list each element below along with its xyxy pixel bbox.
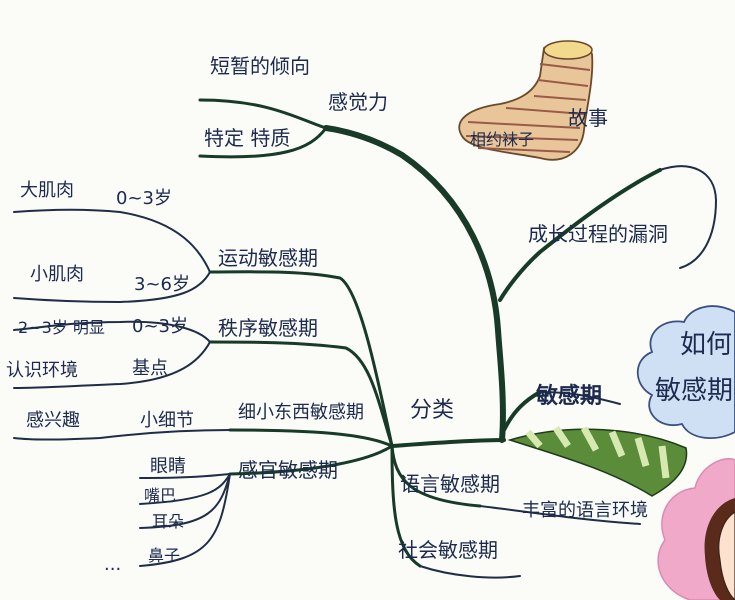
- sub-lines: [13, 165, 718, 579]
- motor-item-1-name: 大肌肉: [20, 180, 74, 201]
- cloud-text-line1: 如何: [680, 330, 733, 360]
- motor-item-1-age: 0~3岁: [116, 188, 172, 209]
- perception-item-2: 特定 特质: [204, 126, 291, 150]
- cloud-text-line2: 敏感期: [655, 376, 734, 406]
- sock-drawing: [458, 40, 594, 161]
- order-item-1-name: 2~3岁 明显: [18, 318, 105, 337]
- motor-item-2-age: 3~6岁: [134, 274, 190, 295]
- language-label: 语言敏感期: [400, 472, 500, 496]
- small-things-label: 细小东西敏感期: [238, 402, 364, 423]
- small-things-item-2: 小细节: [140, 410, 194, 431]
- senses-item-3: 耳朵: [152, 512, 185, 531]
- order-item-1-age: 0~3岁: [132, 316, 188, 337]
- senses-item-4: 鼻子: [148, 546, 181, 565]
- social-label: 社会敏感期: [398, 538, 498, 562]
- order-item-2-age: 基点: [132, 358, 168, 379]
- face-drawing: [704, 498, 735, 600]
- motor-label: 运动敏感期: [218, 246, 318, 270]
- story-label: 故事: [568, 106, 608, 130]
- order-label: 秩序敏感期: [218, 316, 318, 340]
- senses-ellipsis: ...: [104, 554, 122, 575]
- branch-lines: [198, 98, 662, 568]
- order-item-2-name: 认识环境: [6, 360, 78, 381]
- sock-label: 相约袜子: [470, 130, 535, 149]
- perception-label: 感觉力: [328, 90, 388, 114]
- senses-item-1: 眼睛: [150, 456, 186, 477]
- motor-item-2-name: 小肌肉: [30, 264, 84, 285]
- striped-band: [507, 426, 688, 497]
- center-label: 分类: [410, 398, 455, 423]
- senses-item-2: 嘴巴: [144, 486, 177, 505]
- blue-cloud: [636, 305, 735, 439]
- language-item-1: 丰富的语言环境: [522, 500, 648, 521]
- central-word: 敏感期: [536, 384, 603, 409]
- senses-label: 感官敏感期: [238, 458, 338, 482]
- small-things-item-1: 感兴趣: [26, 410, 80, 431]
- story-note: 成长过程的漏洞: [528, 222, 668, 246]
- perception-item-1: 短暂的倾向: [210, 54, 310, 78]
